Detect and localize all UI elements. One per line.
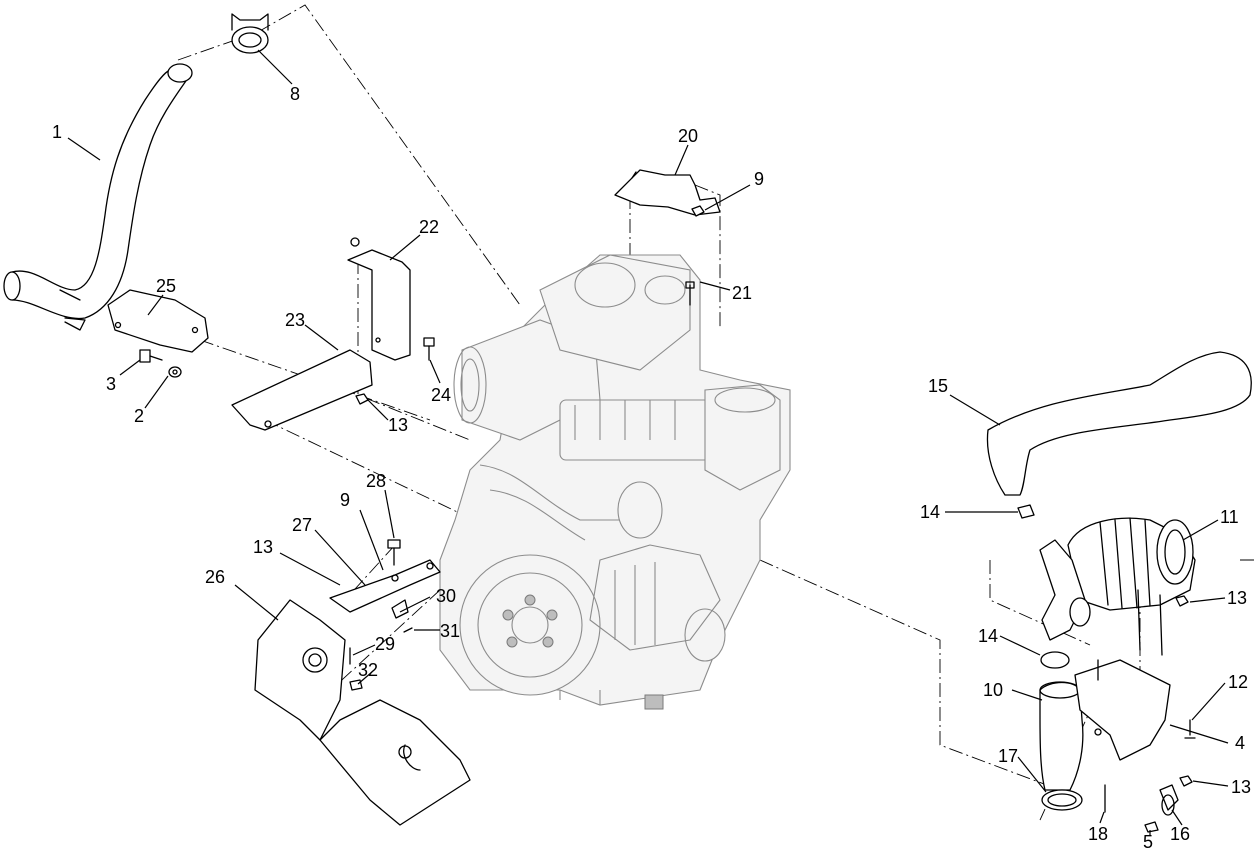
- callout-29: 29: [375, 634, 395, 654]
- callout-13c: 13: [1227, 588, 1247, 608]
- callout-23: 23: [285, 310, 305, 330]
- callout-28: 28: [366, 471, 386, 491]
- leader-lines: [67, 49, 1229, 835]
- callout-4: 4: [1235, 733, 1245, 753]
- callout-17: 17: [998, 746, 1018, 766]
- callout-21: 21: [732, 283, 752, 303]
- part-28-bolt: [387, 539, 401, 566]
- callout-8: 8: [290, 84, 300, 104]
- part-5-bolt: [1144, 821, 1159, 833]
- callout-1: 1: [52, 122, 62, 142]
- callout-25: 25: [156, 276, 176, 296]
- callout-14b: 14: [978, 626, 998, 646]
- part-13-nut-right: [1175, 595, 1189, 607]
- callout-9b: 9: [340, 490, 350, 510]
- part-23-shield: [231, 349, 373, 431]
- part-14-clamp-lower: [1040, 651, 1070, 669]
- callout-31: 31: [440, 621, 460, 641]
- part-24-bolt: [423, 337, 435, 361]
- engine-cradle: [319, 699, 471, 826]
- callout-18: 18: [1088, 824, 1108, 844]
- part-17-clamp: [1041, 789, 1083, 811]
- part-14-clamp-upper: [1017, 504, 1035, 519]
- callout-22: 22: [419, 217, 439, 237]
- callout-12: 12: [1228, 672, 1248, 692]
- part-4-bracket: [1074, 659, 1171, 761]
- callout-15: 15: [928, 376, 948, 396]
- part-10-hose: [1039, 681, 1084, 791]
- part-26-engine-mount: [254, 599, 346, 741]
- callout-30: 30: [436, 586, 456, 606]
- callout-labels: 1 8 25 3 2 20 9 22 21 23 24 13 15 28 9 2…: [52, 84, 1251, 852]
- callout-5: 5: [1143, 832, 1153, 852]
- callout-10: 10: [983, 680, 1003, 700]
- callout-20: 20: [678, 126, 698, 146]
- callout-13: 13: [388, 415, 408, 435]
- callout-9: 9: [754, 169, 764, 189]
- callout-3: 3: [106, 374, 116, 394]
- part-16-latch: [1159, 784, 1179, 816]
- part-22-shield: [347, 237, 411, 361]
- callout-14: 14: [920, 502, 940, 522]
- callout-26: 26: [205, 567, 225, 587]
- callout-11: 11: [1220, 507, 1239, 527]
- part-9-nut-top: [691, 205, 705, 217]
- callout-13d: 13: [1231, 777, 1251, 797]
- part-11-air-cleaner: [1039, 517, 1196, 656]
- callout-32: 32: [358, 660, 378, 680]
- part-20-heat-shield: [614, 169, 721, 216]
- part-21-screw: [685, 281, 695, 306]
- callout-16: 16: [1170, 824, 1190, 844]
- part-15-intake-hose: [986, 351, 1252, 496]
- callout-2: 2: [134, 406, 144, 426]
- part-13-nut-lower: [1179, 775, 1193, 787]
- part-13-nut-top: [355, 393, 369, 405]
- part-1-tail-pipe: [3, 63, 193, 331]
- part-12-bolt: [1184, 719, 1196, 739]
- part-30-clip: [391, 599, 409, 619]
- engine-assembly: [439, 254, 791, 710]
- part-27-bracket: [329, 559, 441, 613]
- callout-13b: 13: [253, 537, 273, 557]
- callout-24: 24: [431, 385, 451, 405]
- part-3-bolt: [139, 349, 163, 363]
- part-25-bracket: [107, 289, 209, 353]
- callout-27: 27: [292, 515, 312, 535]
- part-8-clamp: [231, 13, 269, 54]
- part-2-washer: [168, 366, 182, 378]
- part-31-bolt: [403, 627, 413, 633]
